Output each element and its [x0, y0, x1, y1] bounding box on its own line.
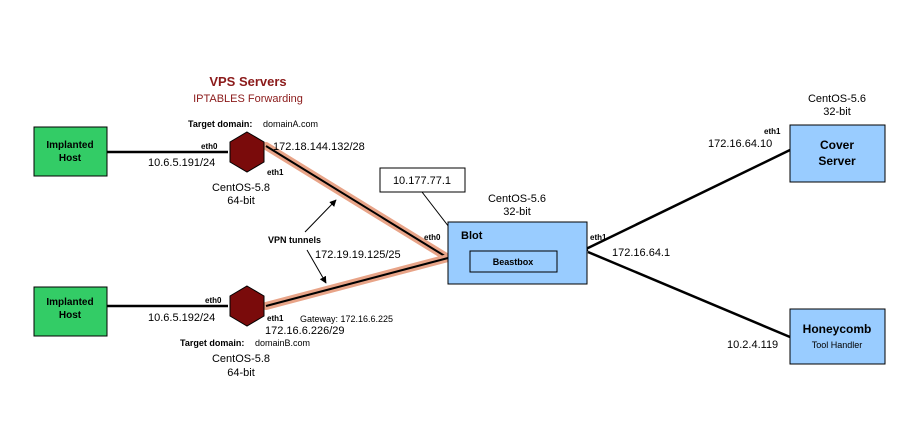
implanted-host-1: Implanted Host	[33, 126, 108, 177]
vps-2-target-domain: domainB.com	[255, 338, 310, 348]
blot-eth1-ip: 172.16.64.1	[612, 247, 670, 259]
vpn-arrow-up	[304, 199, 337, 233]
callout-ip: 10.177.77.1	[393, 175, 451, 187]
vps-1-arch: 64-bit	[227, 195, 255, 207]
blot-os: CentOS-5.6	[488, 193, 546, 205]
blot-title: Blot	[461, 230, 483, 242]
vps-1-hexagon	[229, 131, 265, 173]
vps-1-target-label: Target domain:	[188, 119, 252, 129]
vpn-tunnel-1	[262, 142, 452, 262]
vps-1-target-domain: domainA.com	[263, 119, 318, 129]
vps-2-os: CentOS-5.8	[212, 353, 270, 365]
host-2-label-line2: Host	[59, 310, 82, 321]
implanted-host-2: Implanted Host	[33, 286, 108, 337]
host-1-label-line2: Host	[59, 153, 82, 164]
beastbox-label: Beastbox	[493, 257, 534, 267]
vps-2-arch: 64-bit	[227, 367, 255, 379]
cover-ip: 172.16.64.10	[708, 138, 772, 150]
vps-1-eth0-label: eth0	[201, 142, 218, 151]
diagram-title: VPS Servers	[209, 74, 286, 89]
vps-2-gateway: Gateway: 172.16.6.225	[300, 314, 393, 324]
vps-2-hexagon	[229, 285, 265, 327]
vps-2-target-label: Target domain:	[180, 338, 244, 348]
vps-1-eth1-ip: 172.18.144.132/28	[273, 141, 365, 153]
link-blot-honeycomb	[587, 250, 791, 339]
honeycomb-box	[789, 308, 886, 365]
cover-eth1-label: eth1	[764, 127, 781, 136]
vps-2-eth1-label: eth1	[267, 314, 284, 323]
blot-eth1-label: eth1	[590, 233, 607, 242]
vpn-tunnels-label: VPN tunnels	[268, 235, 321, 245]
link-blot-cover	[557, 148, 791, 263]
honeycomb-subtitle: Tool Handler	[812, 340, 863, 350]
cover-os: CentOS-5.6	[808, 93, 866, 105]
blot-eth0-label: eth0	[424, 233, 441, 242]
vps-1-os: CentOS-5.8	[212, 182, 270, 194]
blot-arch: 32-bit	[503, 206, 531, 218]
beastbox-box	[469, 250, 558, 273]
honeycomb-title: Honeycomb	[803, 322, 872, 336]
vpn-endpoint-ip: 172.19.19.125/25	[315, 249, 401, 261]
vpn-arrow-down	[306, 249, 327, 284]
vps-1-eth1-label: eth1	[267, 168, 284, 177]
host-2-ip: 10.6.5.192/24	[148, 312, 215, 324]
cover-server-line2: Server	[818, 154, 856, 168]
host-2-label-line1: Implanted	[46, 297, 93, 308]
host-1-label-line1: Implanted	[46, 140, 93, 151]
honeycomb-ip: 10.2.4.119	[727, 339, 778, 351]
cover-arch: 32-bit	[823, 106, 851, 118]
diagram-subtitle: IPTABLES Forwarding	[193, 93, 303, 105]
vpn-tunnel-2	[262, 254, 452, 310]
vps-2-eth1-ip: 172.16.6.226/29	[265, 325, 345, 337]
cover-server-box	[789, 124, 886, 183]
host-1-ip: 10.6.5.191/24	[148, 157, 215, 169]
vps-2-eth0-label: eth0	[205, 296, 222, 305]
cover-server-line1: Cover	[820, 138, 854, 152]
